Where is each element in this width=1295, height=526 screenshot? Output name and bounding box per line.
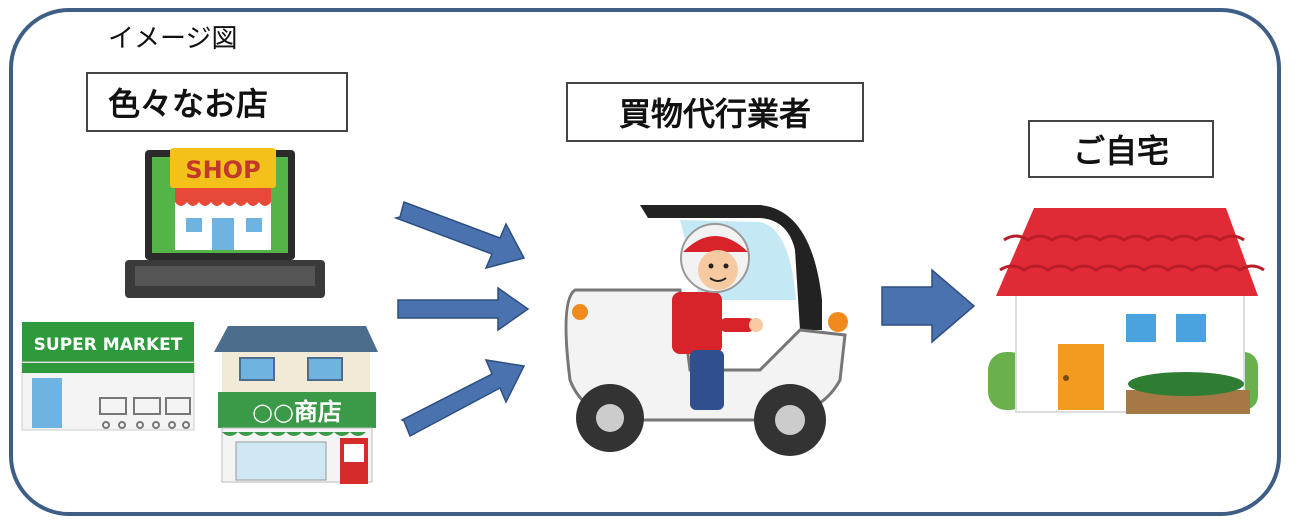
house-illustration xyxy=(988,208,1265,414)
arrow-from-online-shop xyxy=(393,201,526,270)
laptop-online-shop-illustration: SHOP xyxy=(125,148,325,298)
label-shopping-agent: 買物代行業者 xyxy=(566,82,864,142)
local-store-sign-text: ○○商店 xyxy=(252,398,342,426)
arrows xyxy=(393,201,976,438)
label-various-shops: 色々なお店 xyxy=(86,72,348,132)
diagram-frame xyxy=(9,8,1281,516)
delivery-scooter-illustration xyxy=(564,205,848,456)
arrow-to-home xyxy=(881,268,976,344)
arrow-from-supermarket xyxy=(397,286,530,332)
diagram-title: イメージ図 xyxy=(108,24,238,54)
supermarket-sign-text: SUPER MARKET xyxy=(34,335,183,355)
local-store-illustration: ○○商店 xyxy=(214,326,378,484)
shop-sign-text: SHOP xyxy=(185,156,260,184)
label-your-home: ご自宅 xyxy=(1028,120,1214,178)
supermarket-illustration: SUPER MARKET xyxy=(21,322,195,431)
shop-sign xyxy=(170,148,276,188)
arrow-from-local-store xyxy=(400,359,526,438)
